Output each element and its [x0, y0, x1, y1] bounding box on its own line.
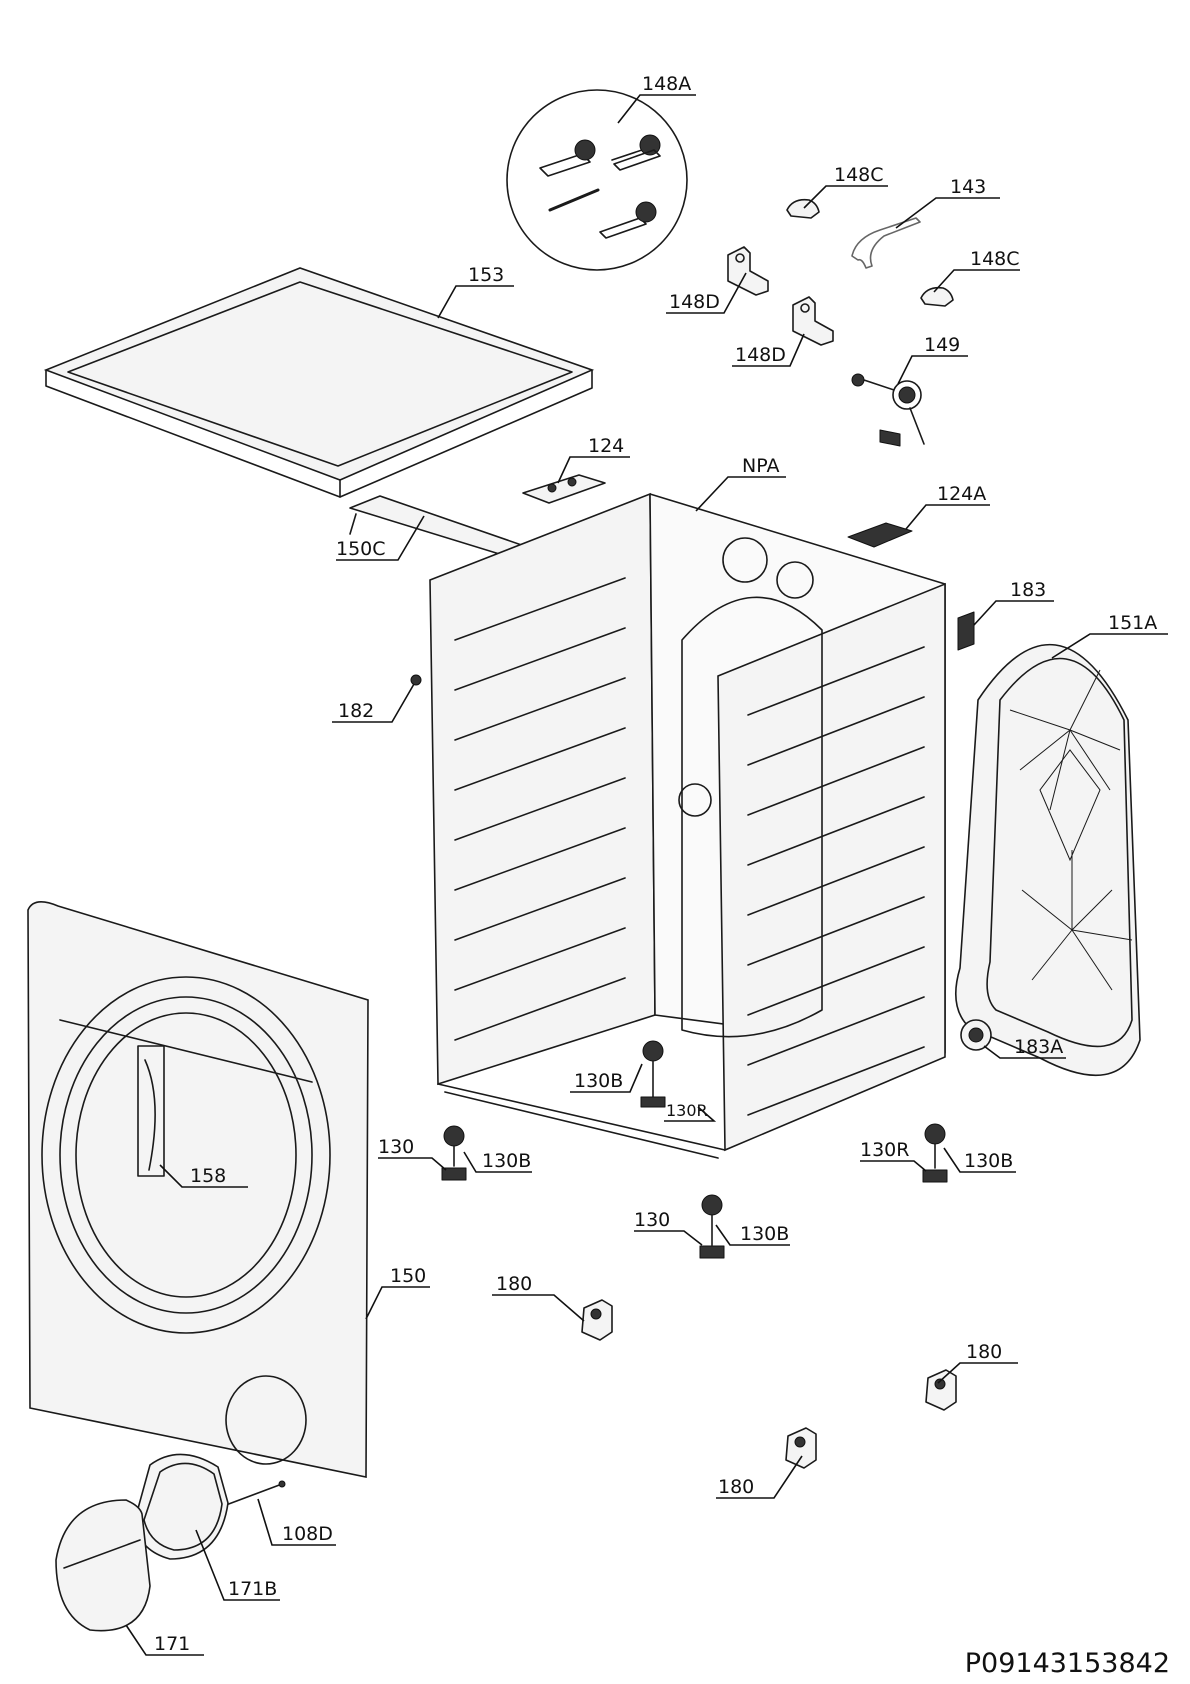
bracket-180-middle: [581, 1299, 613, 1341]
pressure-switch-149: [851, 373, 925, 447]
foot-front-right: [922, 1123, 948, 1183]
callout-148c-lower: 148C: [970, 248, 1020, 270]
callout-143: 143: [950, 176, 986, 198]
callout-148d-upper: 148D: [669, 291, 720, 313]
callout-151a: 151A: [1108, 612, 1157, 634]
rear-cover-151a: [954, 643, 1141, 1077]
callout-150: 150: [390, 1265, 426, 1287]
bracket-180-lower: [785, 1427, 817, 1469]
callout-130-left: 130: [378, 1136, 414, 1158]
callout-130b-left: 130B: [482, 1150, 531, 1172]
filter-door-171: [55, 1499, 151, 1632]
cabinet-npa: [429, 492, 946, 1159]
callout-158: 158: [190, 1165, 226, 1187]
callout-171: 171: [154, 1633, 190, 1655]
foot-front-left: [441, 1125, 467, 1181]
callout-148d-lower: 148D: [735, 344, 786, 366]
front-panel-150: [27, 901, 369, 1478]
callout-130b-middle: 130B: [740, 1223, 789, 1245]
clip-148c-lower: [920, 286, 954, 307]
callout-150c: 150C: [336, 538, 386, 560]
callout-labels: 148A 148C 143 148C 153 148D 148D 149 124…: [154, 73, 1157, 1655]
bracket-148d-upper: [727, 246, 769, 296]
callout-130b-right: 130B: [964, 1150, 1013, 1172]
callout-171b: 171B: [228, 1578, 277, 1600]
bracket-180-right: [925, 1369, 957, 1411]
callout-183: 183: [1010, 579, 1046, 601]
door-hinge-158: [137, 1045, 165, 1177]
callout-182: 182: [338, 700, 374, 722]
callout-148a: 148A: [642, 73, 691, 95]
callout-149: 149: [924, 334, 960, 356]
foot-front-middle: [699, 1194, 725, 1259]
callout-124: 124: [588, 435, 624, 457]
callout-183a: 183A: [1014, 1036, 1063, 1058]
spanner-tool-143: [851, 217, 921, 269]
diagram-code: P09143153842: [965, 1648, 1170, 1679]
callout-148c-upper: 148C: [834, 164, 884, 186]
screw-182: [410, 674, 422, 686]
callout-130r-right: 130R: [860, 1139, 909, 1161]
shock-absorber-kit-148a: [506, 89, 688, 271]
callout-130b-rear: 130B: [574, 1070, 623, 1092]
callout-180-lower: 180: [718, 1476, 754, 1498]
latch-183: [957, 611, 975, 651]
callout-130r-rear: 130R: [666, 1101, 708, 1120]
callout-108d: 108D: [282, 1523, 333, 1545]
hinge-124a: [847, 522, 913, 548]
knob-183a: [960, 1019, 992, 1051]
callout-130-middle: 130: [634, 1209, 670, 1231]
clip-148c-upper: [786, 198, 820, 219]
leader-lines: [125, 94, 1168, 1656]
filter-frame-171b: [133, 1453, 229, 1560]
bracket-148d-lower: [792, 296, 834, 346]
top-lid-153: [43, 267, 595, 498]
callout-153: 153: [468, 264, 504, 286]
hinge-plate-124: [522, 474, 606, 504]
callout-npa: NPA: [742, 455, 779, 477]
foot-rear-left: [640, 1040, 666, 1108]
callout-124a: 124A: [937, 483, 986, 505]
callout-180-middle: 180: [496, 1273, 532, 1295]
callout-180-right: 180: [966, 1341, 1002, 1363]
